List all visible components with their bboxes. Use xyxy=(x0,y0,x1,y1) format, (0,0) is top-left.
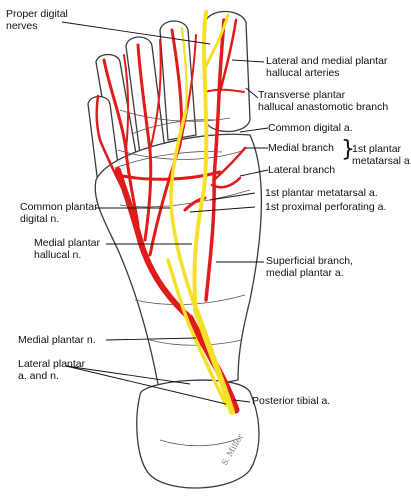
leader-lateral-plantar-2 xyxy=(65,365,227,405)
label-posterior-tibial-a: Posterior tibial a. xyxy=(252,395,331,407)
label-line: nerves xyxy=(6,20,38,32)
label-line: hallucal anastomotic branch xyxy=(258,101,389,113)
lateral-branch-1st xyxy=(210,176,242,189)
label-line: Common plantar xyxy=(20,201,98,213)
digital-branch-a xyxy=(179,34,197,146)
label-line: a. and n. xyxy=(18,370,59,382)
plantar-arch xyxy=(116,170,222,181)
label-line: metatarsal a. xyxy=(352,155,411,167)
label-1st-plantar-metatarsal: 1st plantar metatarsal a. xyxy=(352,143,411,167)
leader-lines xyxy=(61,21,269,405)
lateral-plantar-nerve xyxy=(166,258,228,407)
digital-branch-b xyxy=(149,39,162,151)
transverse-hallucal-branch xyxy=(204,88,245,93)
label-proper-digital-nerves: Proper digital nerves xyxy=(6,8,68,32)
label-common-digital-a: Common digital a. xyxy=(268,122,353,134)
superficial-branch-artery xyxy=(204,178,216,302)
leader-posterior-tibial-a xyxy=(233,399,251,403)
label-lateral-plantar-a-and-n: Lateral plantar a. and n. xyxy=(18,358,85,382)
label-line: Superficial branch, xyxy=(266,255,353,267)
leader-common-digital-a xyxy=(239,127,269,133)
medial-plantar-hallucal-nerve xyxy=(192,10,209,312)
label-medial-plantar-hallucal-n: Medial plantar hallucal n. xyxy=(34,237,100,261)
label-line: Lateral plantar xyxy=(18,358,86,370)
leader-1st-proximal-perforating xyxy=(189,206,256,213)
label-1st-proximal-perforating-a: 1st proximal perforating a. xyxy=(265,201,387,213)
label-line: Proper digital xyxy=(6,8,68,20)
label-common-plantar-digital-n: Common plantar digital n. xyxy=(20,201,98,225)
medial-plantar-nerve xyxy=(193,307,235,415)
common-digital-artery-5 xyxy=(95,94,134,212)
label-transverse-branch: Transverse plantar hallucal anastomotic … xyxy=(258,89,388,113)
leader-hallucal-arteries xyxy=(231,59,265,63)
label-line: 1st plantar xyxy=(352,143,402,155)
label-line: digital n. xyxy=(20,213,60,225)
label-brace: } xyxy=(341,137,355,162)
hallux xyxy=(204,10,251,133)
foot-bones xyxy=(87,10,262,489)
medial-hallucal-artery xyxy=(217,18,238,97)
nerves xyxy=(166,10,235,415)
common-plantar-digital-nerve xyxy=(169,108,198,312)
label-medial-branch: Medial branch xyxy=(268,142,334,154)
proper-digital-nerve-hallux xyxy=(202,13,230,72)
medial-branch-1st xyxy=(212,146,247,182)
label-line: hallucal arteries xyxy=(266,67,340,79)
label-superficial-branch: Superficial branch, medial plantar a. xyxy=(266,255,353,279)
midfoot xyxy=(94,133,262,396)
leader-proper-digital-nerves xyxy=(61,21,211,45)
leader-lateral-branch xyxy=(239,169,269,177)
leader-1st-plantar-metatarsal-a xyxy=(209,192,256,201)
label-hallucal-arteries: Lateral and medial plantar hallucal arte… xyxy=(266,55,387,79)
label-line: Transverse plantar xyxy=(258,89,346,101)
label-medial-plantar-n: Medial plantar n. xyxy=(18,334,96,346)
digital-branch-c xyxy=(123,54,130,151)
label-line: medial plantar a. xyxy=(266,267,344,279)
label-1st-plantar-metatarsal-a: 1st plantar metatarsal a. xyxy=(265,187,378,199)
label-lateral-branch: Lateral branch xyxy=(268,164,336,176)
arteries xyxy=(95,18,247,414)
label-line: Medial plantar xyxy=(34,237,100,249)
leader-medial-plantar-n xyxy=(105,337,197,341)
label-line: Lateral and medial plantar xyxy=(266,55,388,67)
calcaneus xyxy=(136,379,260,489)
leader-lateral-plantar-1 xyxy=(65,365,191,385)
label-line: hallucal n. xyxy=(34,249,82,261)
leader-transverse-branch xyxy=(245,87,259,99)
digital-nerve-2 xyxy=(180,26,188,112)
